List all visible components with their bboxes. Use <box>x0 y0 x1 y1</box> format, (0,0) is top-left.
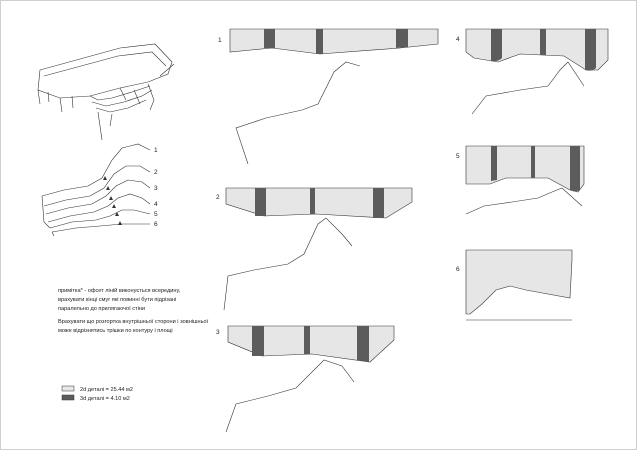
panel-4: 4 <box>456 28 609 115</box>
panel-2: 2 <box>216 187 413 311</box>
panel-strip <box>491 29 502 62</box>
panel-flat-shape <box>227 325 395 363</box>
section-label: 3 <box>154 185 158 192</box>
section-label: 4 <box>154 201 158 208</box>
panel-strip <box>304 326 310 354</box>
panel-profile-line <box>465 187 583 215</box>
panel-number: 6 <box>456 266 460 273</box>
panel-strip <box>540 29 546 55</box>
section-label: 6 <box>154 221 158 228</box>
panel-profile-line <box>223 217 353 311</box>
panel-strip <box>264 29 275 48</box>
panel-strip <box>570 146 580 192</box>
note-line-4: Врахувати що розгортка внутрішньої сторо… <box>58 319 209 325</box>
panel-strip <box>316 29 323 54</box>
note-line-2: врахувати кінці смуг які повинні бути пі… <box>58 297 176 303</box>
panel-number: 4 <box>456 36 460 43</box>
panel-strip <box>252 326 264 356</box>
section-label: 2 <box>154 169 158 176</box>
panel-6: 6 <box>456 249 573 321</box>
legend-dark-label: 3d деталі = 4.10 м2 <box>80 396 130 402</box>
note-line-3: паралельно до прилягаючої стіни <box>58 306 145 312</box>
overview-3d-sketch <box>37 43 175 141</box>
panel-strip <box>531 146 535 178</box>
note-line-5: може відрізнятись трішки по контуру і пл… <box>58 328 173 334</box>
panel-strip <box>491 146 497 181</box>
panel-strip <box>357 326 369 362</box>
panel-profile-line <box>225 359 355 433</box>
section-label: 5 <box>154 211 158 218</box>
notes-block: примітка* - офсет ліній виконується всер… <box>58 287 209 334</box>
section-markers <box>103 176 122 225</box>
panel-5: 5 <box>456 145 585 215</box>
panel-strip <box>373 188 384 218</box>
panel-number: 2 <box>216 194 220 201</box>
note-line-1: примітка* - офсет ліній виконується всер… <box>58 287 181 294</box>
panel-number: 5 <box>456 153 460 160</box>
legend-swatch-light <box>61 385 75 392</box>
panel-flat-shape <box>225 187 413 219</box>
panel-number: 3 <box>216 329 220 336</box>
section-curves-sketch <box>41 143 151 237</box>
panel-number: 1 <box>218 37 222 44</box>
panel-profile-line <box>471 61 585 115</box>
panel-flat-shape <box>229 28 439 55</box>
panel-strip <box>255 188 266 216</box>
panel-strip <box>585 29 596 71</box>
panel-flat-shape <box>465 249 573 315</box>
section-label: 1 <box>154 147 158 154</box>
legend-light-label: 2d деталі = 25.44 м2 <box>80 387 133 393</box>
panel-strip <box>396 29 408 48</box>
section-label-group: 1 2 3 4 5 6 <box>154 147 158 228</box>
panel-strip <box>310 188 315 214</box>
panel-3: 3 <box>216 325 395 433</box>
legend-swatch-dark <box>61 394 75 401</box>
legend: 2d деталі = 25.44 м2 3d деталі = 4.10 м2 <box>61 385 133 402</box>
panel-1: 1 <box>218 28 439 165</box>
panel-profile-line <box>235 61 361 165</box>
